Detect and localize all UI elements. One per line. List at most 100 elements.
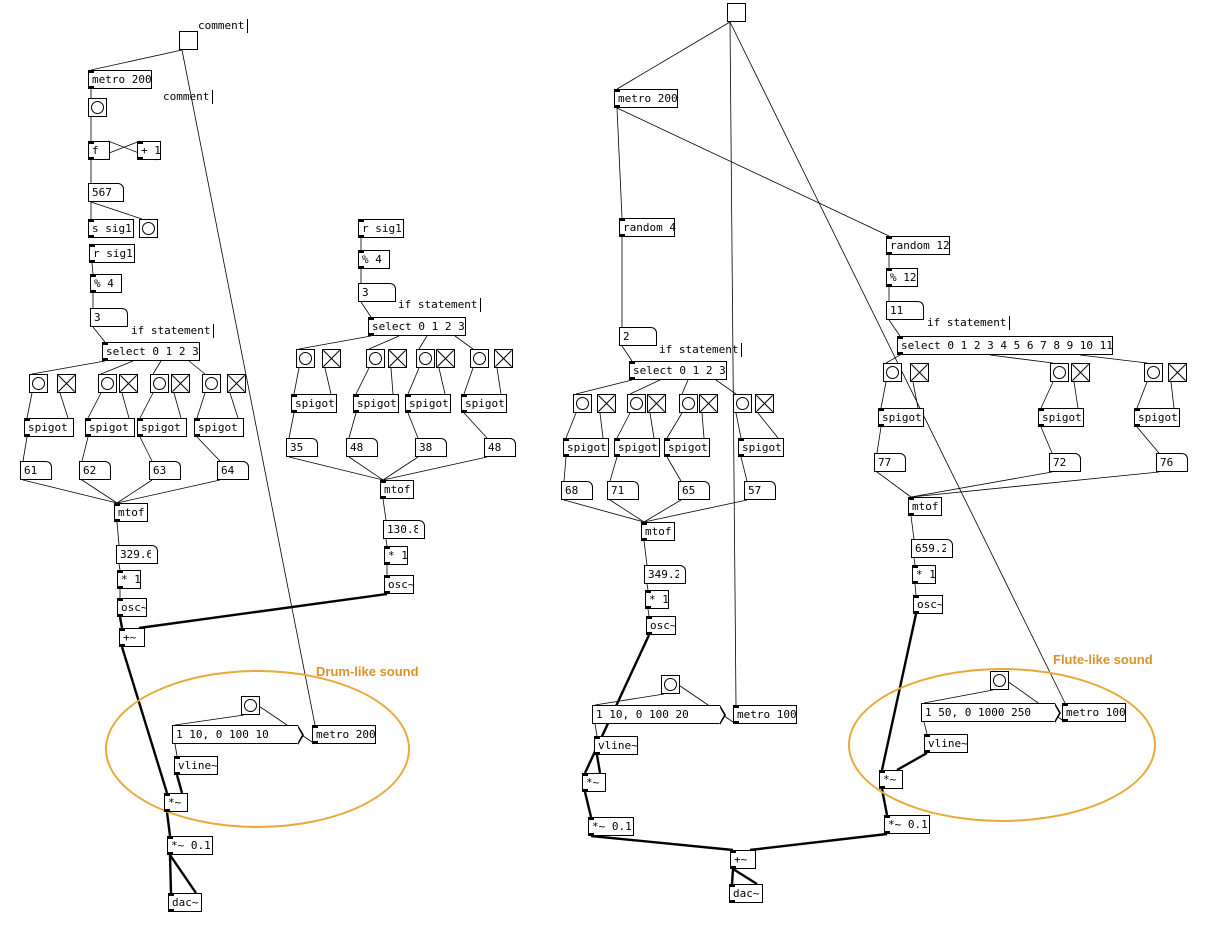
control-cord[interactable] xyxy=(575,379,633,395)
signal-cord[interactable] xyxy=(732,867,758,886)
note-number-box[interactable]: 77 xyxy=(874,453,906,472)
modulo-object[interactable]: % 12 xyxy=(886,268,918,287)
control-cord[interactable] xyxy=(229,392,239,419)
control-cord[interactable] xyxy=(616,107,890,237)
multiply-object[interactable]: * 1 xyxy=(645,590,669,609)
gain-object[interactable]: *~ 0.1 xyxy=(588,817,634,836)
signal-cord[interactable] xyxy=(168,854,173,894)
control-cord[interactable] xyxy=(116,479,153,504)
toggle-button[interactable] xyxy=(910,363,929,382)
control-cord[interactable] xyxy=(90,49,183,71)
signal-cord[interactable] xyxy=(880,788,889,816)
receive-object[interactable]: r sig1 xyxy=(358,219,404,238)
control-cord[interactable] xyxy=(616,412,631,439)
note-number-box[interactable]: 65 xyxy=(678,481,710,500)
control-cord[interactable] xyxy=(348,456,384,481)
signal-cord[interactable] xyxy=(175,774,184,794)
gain-object[interactable]: *~ 0.1 xyxy=(884,815,930,834)
note-number-box[interactable]: 76 xyxy=(1156,453,1188,472)
control-cord[interactable] xyxy=(740,456,748,482)
signal-multiply-object[interactable]: *~ xyxy=(164,793,188,812)
spigot-object[interactable]: spigot xyxy=(85,418,135,437)
control-cord[interactable] xyxy=(463,412,488,439)
note-number-box[interactable]: 38 xyxy=(415,438,447,457)
control-cord[interactable] xyxy=(989,354,1054,364)
control-cord[interactable] xyxy=(616,107,623,219)
control-cord[interactable] xyxy=(876,471,912,498)
control-cord[interactable] xyxy=(100,360,134,375)
mtof-object[interactable]: mtof xyxy=(114,503,148,522)
control-cord[interactable] xyxy=(1079,354,1148,364)
note-number-box[interactable]: 35 xyxy=(286,438,318,457)
note-number-box[interactable]: 62 xyxy=(79,461,111,480)
signal-cord[interactable] xyxy=(165,811,172,837)
control-cord[interactable] xyxy=(91,262,94,275)
multiply-object[interactable]: * 1 xyxy=(912,565,936,584)
control-cord[interactable] xyxy=(715,379,737,395)
spigot-object[interactable]: spigot xyxy=(664,438,710,457)
toggle-button[interactable] xyxy=(699,394,718,413)
control-cord[interactable] xyxy=(666,456,682,482)
metro-object[interactable]: metro 200 xyxy=(88,70,152,89)
control-cord[interactable] xyxy=(1073,381,1079,409)
bang-button[interactable] xyxy=(296,349,315,368)
control-cord[interactable] xyxy=(31,360,106,375)
spigot-object[interactable]: spigot xyxy=(563,438,609,457)
gain-object[interactable]: *~ 0.1 xyxy=(167,836,213,855)
signal-cord[interactable] xyxy=(583,791,593,818)
bang-button[interactable] xyxy=(990,671,1009,690)
select-object[interactable]: select 0 1 2 3 xyxy=(629,361,727,380)
control-cord[interactable] xyxy=(463,367,474,395)
number-box[interactable]: 3 xyxy=(358,283,396,302)
note-number-box[interactable]: 72 xyxy=(1049,453,1081,472)
select-object[interactable]: select 0 1 2 3 xyxy=(102,342,200,361)
frequency-number-box[interactable]: 329.6 xyxy=(116,545,158,564)
signal-multiply-object[interactable]: *~ xyxy=(582,773,606,792)
control-cord[interactable] xyxy=(59,392,69,419)
metro-object[interactable]: metro 100 xyxy=(1062,703,1126,722)
toggle-button[interactable] xyxy=(1071,363,1090,382)
toggle-button[interactable] xyxy=(1168,363,1187,382)
control-cord[interactable] xyxy=(121,392,130,419)
control-cord[interactable] xyxy=(382,456,419,481)
note-number-box[interactable]: 68 xyxy=(561,481,593,500)
signal-cord[interactable] xyxy=(880,613,918,771)
multiply-object[interactable]: * 1 xyxy=(117,570,141,589)
control-cord[interactable] xyxy=(81,436,89,462)
oscillator-object[interactable]: osc~ xyxy=(913,595,944,614)
control-cord[interactable] xyxy=(910,515,915,540)
control-cord[interactable] xyxy=(914,583,917,596)
bang-button[interactable] xyxy=(679,394,698,413)
control-cord[interactable] xyxy=(87,392,102,419)
vline-object[interactable]: vline~ xyxy=(594,736,638,755)
control-cord[interactable] xyxy=(288,456,384,481)
bang-button[interactable] xyxy=(98,374,117,393)
control-cord[interactable] xyxy=(368,335,400,350)
control-cord[interactable] xyxy=(81,479,118,504)
signal-cord[interactable] xyxy=(138,592,388,630)
signal-cord[interactable] xyxy=(749,832,888,852)
dac-object[interactable]: dac~ xyxy=(168,893,202,912)
control-cord[interactable] xyxy=(923,721,928,735)
signal-cord[interactable] xyxy=(730,868,735,885)
oscillator-object[interactable]: osc~ xyxy=(384,575,415,594)
control-cord[interactable] xyxy=(594,693,665,706)
metro-object[interactable]: metro 200 xyxy=(614,89,678,108)
control-cord[interactable] xyxy=(355,367,370,395)
toggle-button[interactable] xyxy=(322,349,341,368)
control-cord[interactable] xyxy=(729,21,737,706)
control-cord[interactable] xyxy=(599,412,604,439)
random-object[interactable]: random 12 xyxy=(886,236,950,255)
random-object[interactable]: random 4 xyxy=(619,218,676,237)
float-object[interactable]: f xyxy=(88,141,110,160)
metro-object[interactable]: metro 200 xyxy=(312,725,376,744)
bang-button[interactable] xyxy=(883,363,902,382)
signal-cord[interactable] xyxy=(896,751,928,772)
spigot-object[interactable]: spigot xyxy=(24,418,74,437)
note-number-box[interactable]: 63 xyxy=(149,461,181,480)
control-cord[interactable] xyxy=(629,379,661,395)
frequency-number-box[interactable]: 349.2 xyxy=(644,565,686,584)
toggle-button[interactable] xyxy=(57,374,76,393)
number-box[interactable]: 11 xyxy=(886,301,924,320)
control-cord[interactable] xyxy=(647,608,650,617)
